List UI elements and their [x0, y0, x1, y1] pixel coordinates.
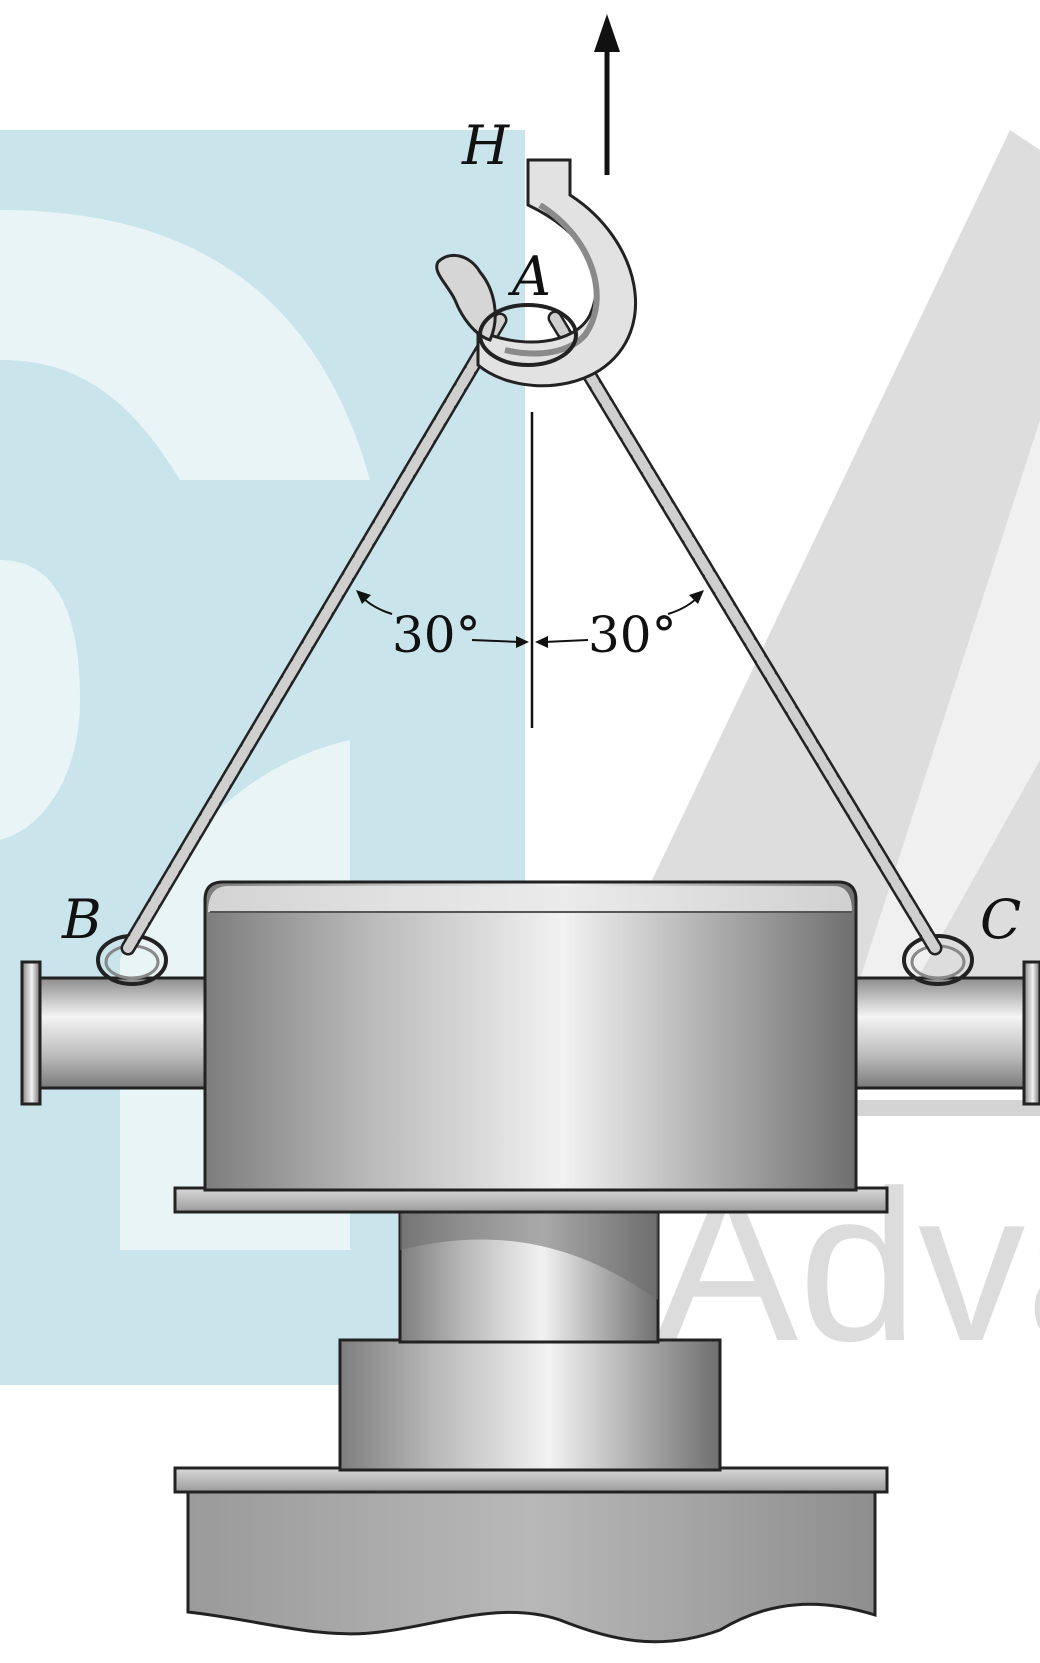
hook-latch: [435, 253, 497, 342]
left-angle-arrow-vertical: [516, 636, 529, 648]
label-b: B: [61, 888, 102, 951]
ring-c: [902, 934, 974, 986]
mid-plate: [173, 1186, 889, 1214]
chains: [120, 310, 943, 956]
lower-cylinder: [338, 1338, 722, 1472]
chain-ac-links: [550, 313, 940, 953]
right-pipe: [848, 976, 1032, 1090]
force-arrow: [594, 14, 620, 175]
left-pipe-flange: [20, 960, 42, 1106]
left-angle-arrow-chain: [356, 590, 371, 604]
chain-ab-links: [123, 315, 505, 953]
pipes: [20, 960, 1040, 1106]
drum-rim: [208, 886, 852, 912]
base-block: [186, 1488, 877, 1644]
base-stand: [173, 1186, 889, 1644]
point-labels: H A B C: [61, 114, 1021, 951]
base-plate: [173, 1466, 889, 1494]
right-angle-arrow-vertical: [535, 636, 548, 648]
machine-body: [203, 880, 858, 1192]
label-a: A: [507, 245, 551, 308]
neck-shadow: [400, 1210, 658, 1300]
label-c: C: [980, 888, 1021, 951]
drum: [203, 880, 858, 1192]
force-arrow-head: [594, 14, 620, 52]
label-h: H: [461, 114, 510, 177]
right-angle-label: 30°: [588, 606, 677, 664]
watermark-gray-triangle-inner: [850, 420, 1040, 1010]
left-angle-leader: [471, 639, 521, 643]
left-pipe: [33, 976, 212, 1090]
angle-annotations: 30° 30°: [356, 412, 704, 728]
left-angle-label: 30°: [392, 606, 481, 664]
ring-a: [478, 303, 578, 367]
right-angle-leader: [543, 639, 589, 643]
crane-hook: [435, 158, 637, 388]
right-pipe-flange: [1022, 960, 1040, 1106]
right-angle-arrow-chain: [689, 590, 704, 604]
hook-shade: [504, 202, 600, 357]
